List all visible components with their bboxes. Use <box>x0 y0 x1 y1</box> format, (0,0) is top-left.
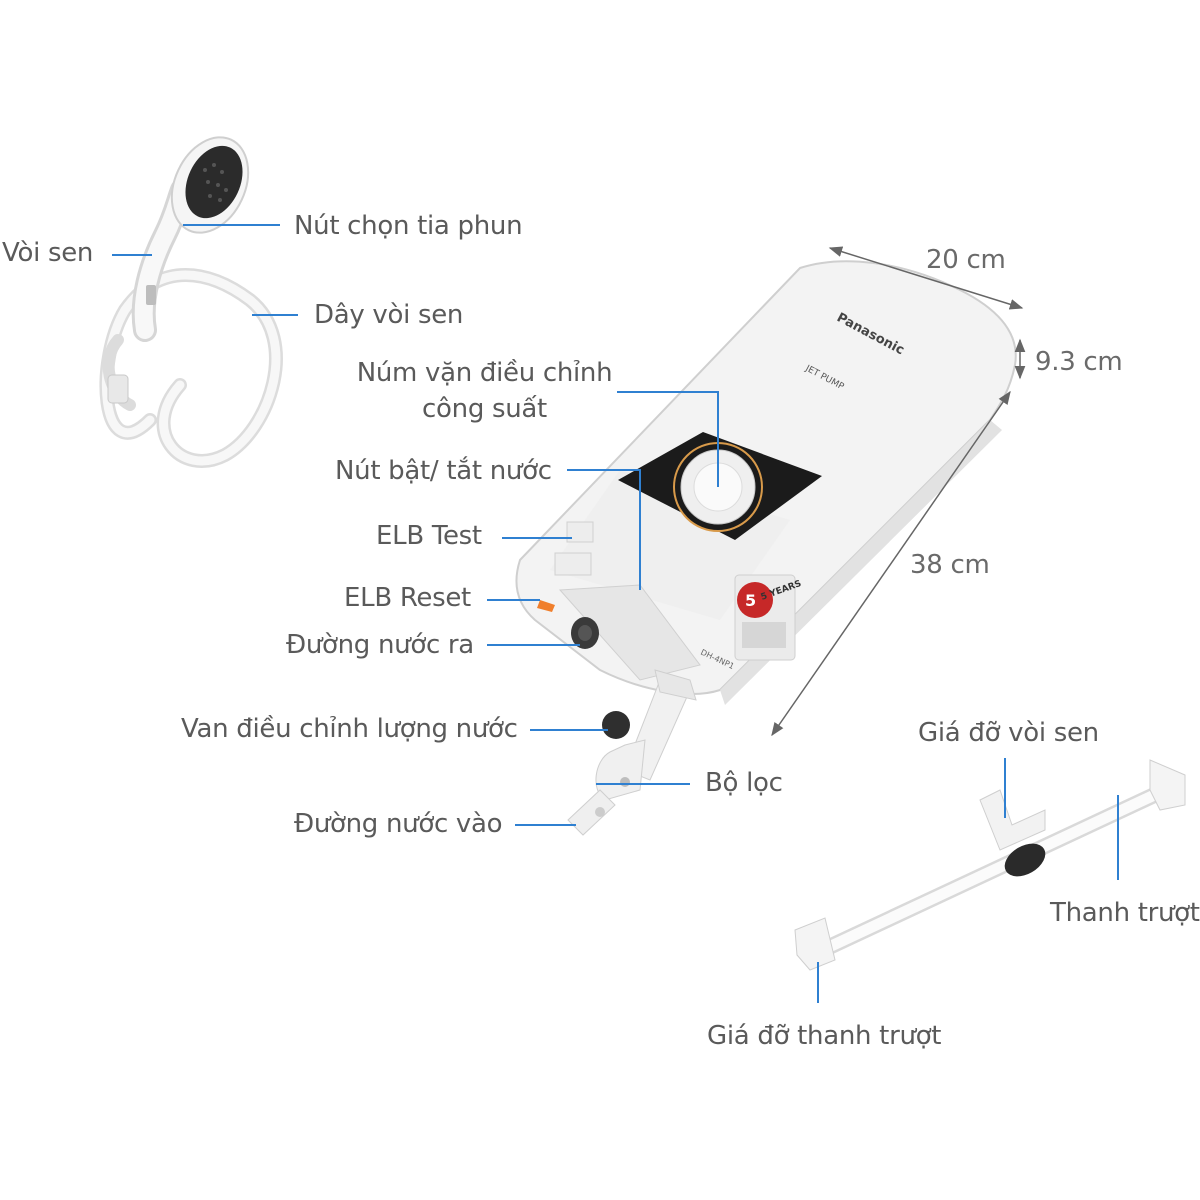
shower-head-icon <box>106 125 276 461</box>
dimension-width: 20 cm <box>926 247 1005 273</box>
dimension-height: 38 cm <box>910 552 989 578</box>
label-elb-reset: ELB Reset <box>344 585 471 611</box>
dimension-depth: 9.3 cm <box>1035 349 1122 375</box>
label-slide-bar: Thanh trượt <box>1050 900 1200 926</box>
slide-bar-icon <box>795 760 1185 970</box>
label-filter: Bộ lọc <box>705 770 783 796</box>
head-holder-icon <box>980 790 1045 850</box>
label-power-knob-line2: công suất <box>352 391 617 427</box>
label-elb-test: ELB Test <box>376 523 482 549</box>
label-spray-selector: Nút chọn tia phun <box>294 213 522 239</box>
label-power-knob-line1: Núm vặn điều chỉnh <box>352 355 617 391</box>
label-water-inlet: Đường nước vào <box>294 811 502 837</box>
label-flow-valve: Van điều chỉnh lượng nước <box>181 716 518 742</box>
flow-valve-icon <box>602 711 630 739</box>
label-water-outlet: Đường nước ra <box>286 632 474 658</box>
svg-text:5: 5 <box>745 591 756 610</box>
label-water-toggle: Nút bật/ tắt nước <box>335 458 552 484</box>
label-head-holder: Giá đỡ vòi sen <box>918 720 1099 746</box>
label-power-knob: Núm vặn điều chỉnh công suất <box>352 355 617 427</box>
label-bar-holder: Giá đỡ thanh trượt <box>707 1023 941 1049</box>
label-shower-head: Vòi sen <box>2 240 93 266</box>
bar-bottom-holder <box>795 918 835 970</box>
label-shower-hose: Dây vòi sen <box>314 302 463 328</box>
